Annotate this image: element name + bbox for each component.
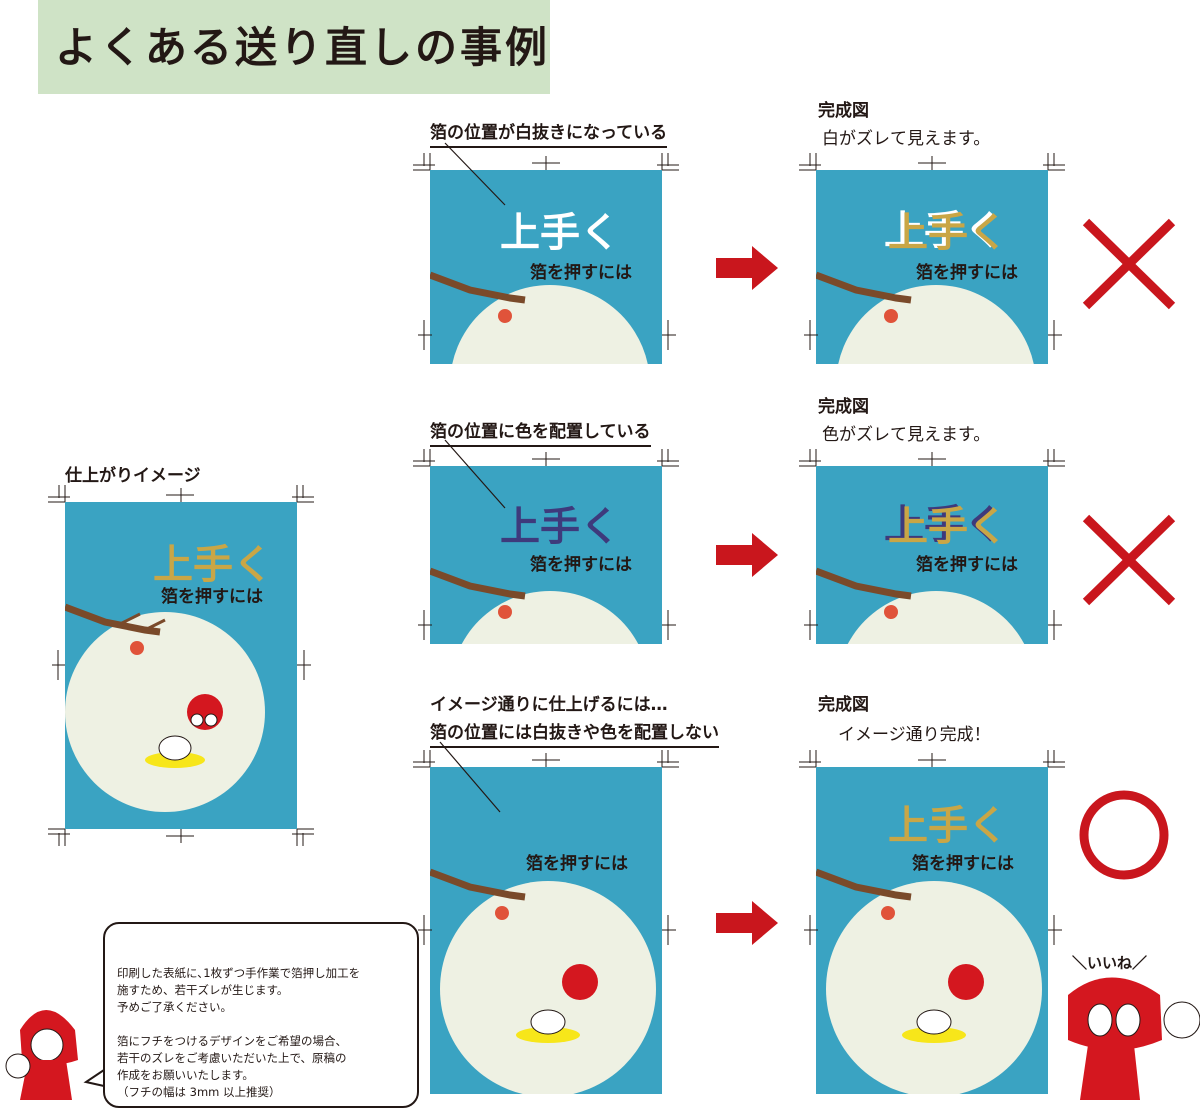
case3-caption-line1: イメージ通りに仕上げるには… [430,695,668,715]
panel-heading-foil: 上手く [888,210,1008,256]
panel-subheading: 箔を押すには [526,854,628,874]
panel-heading-foil: 上手く [888,803,1008,849]
case2-caption: 箔の位置に色を配置している [430,417,651,447]
arrow-icon [716,533,778,577]
note-line: 作成をお願いいたします。 [117,1068,254,1082]
panel-heading-foil: 上手く [888,504,1008,550]
case3-caption: 箔の位置には白抜きや色を配置しない [430,718,719,748]
panel-final-image: 上手く 箔を押すには [65,502,297,829]
panel-case2-result: 上手く 上手く 箔を押すには [816,466,1048,644]
cross-mark-icon [1082,514,1176,606]
panel-case3-original-art [430,868,656,1094]
circle-mark-icon [1079,790,1169,880]
panel-subheading: 箔を押すには [530,555,632,575]
note-line: 予めご了承ください。 [117,1000,232,1014]
panel-case3-result: 上手く 箔を押すには [816,767,1048,1094]
note-bubble [103,922,419,1108]
page-title: よくある送り直しの事例 [55,23,551,72]
case2-result-heading: 完成図 [818,397,869,417]
panel-heading-white: 上手く [500,210,620,256]
case2-result-note: 色がズレて見えます。 [822,425,991,445]
arrow-icon [716,246,778,290]
panel-subheading: 箔を押すには [530,263,632,283]
note-line: 施すため、若干ズレが生じます。 [117,983,289,997]
case1-result-note: 白がズレて見えます。 [822,129,991,149]
panel-case1-result: 上手く 上手く 箔を押すには [816,170,1048,364]
cross-mark-icon [1082,218,1176,310]
note-line: （フチの幅は 3mm 以上推奨） [117,1085,281,1099]
mascot-right [1068,977,1200,1100]
case1-result-heading: 完成図 [818,101,869,121]
panel-subheading: 箔を押すには [916,555,1018,575]
panel-heading-offset-white: 上手く [884,208,1004,254]
panel-subheading: 箔を押すには [161,587,263,607]
panel-subheading: 箔を押すには [916,263,1018,283]
mascot-speech: ＼いいね／ [1072,954,1148,972]
panel-subheading: 箔を押すには [912,854,1014,874]
panel-case3-original: 箔を押すには [430,767,662,1094]
arrow-icon [716,901,778,945]
case3-result-note: イメージ通り完成！ [838,725,991,745]
final-image-label: 仕上がりイメージ [65,466,201,486]
note-text: 印刷した表紙に､1枚ずつ手作業で箔押し加工を 施すため、若干ズレが生じます。 予… [117,948,360,1101]
case1-caption: 箔の位置が白抜きになっている [430,118,668,148]
note-line: 印刷した表紙に､1枚ずつ手作業で箔押し加工を [117,966,361,980]
panel-heading-offset-purple: 上手く [884,502,1004,548]
title-banner [38,0,550,94]
panel-case1-original: 上手く 箔を押すには [430,170,662,364]
panel-case2-original: 上手く 箔を押すには [430,466,662,644]
note-line: 若干のズレをご考慮いただいた上で、原稿の [117,1051,347,1065]
mascot-left [5,1010,78,1100]
note-line: 箔にフチをつけるデザインをご希望の場合、 [117,1034,347,1048]
panel-heading-purple: 上手く [500,504,620,550]
bubble-tail [83,1069,105,1087]
case3-result-heading: 完成図 [818,695,869,715]
